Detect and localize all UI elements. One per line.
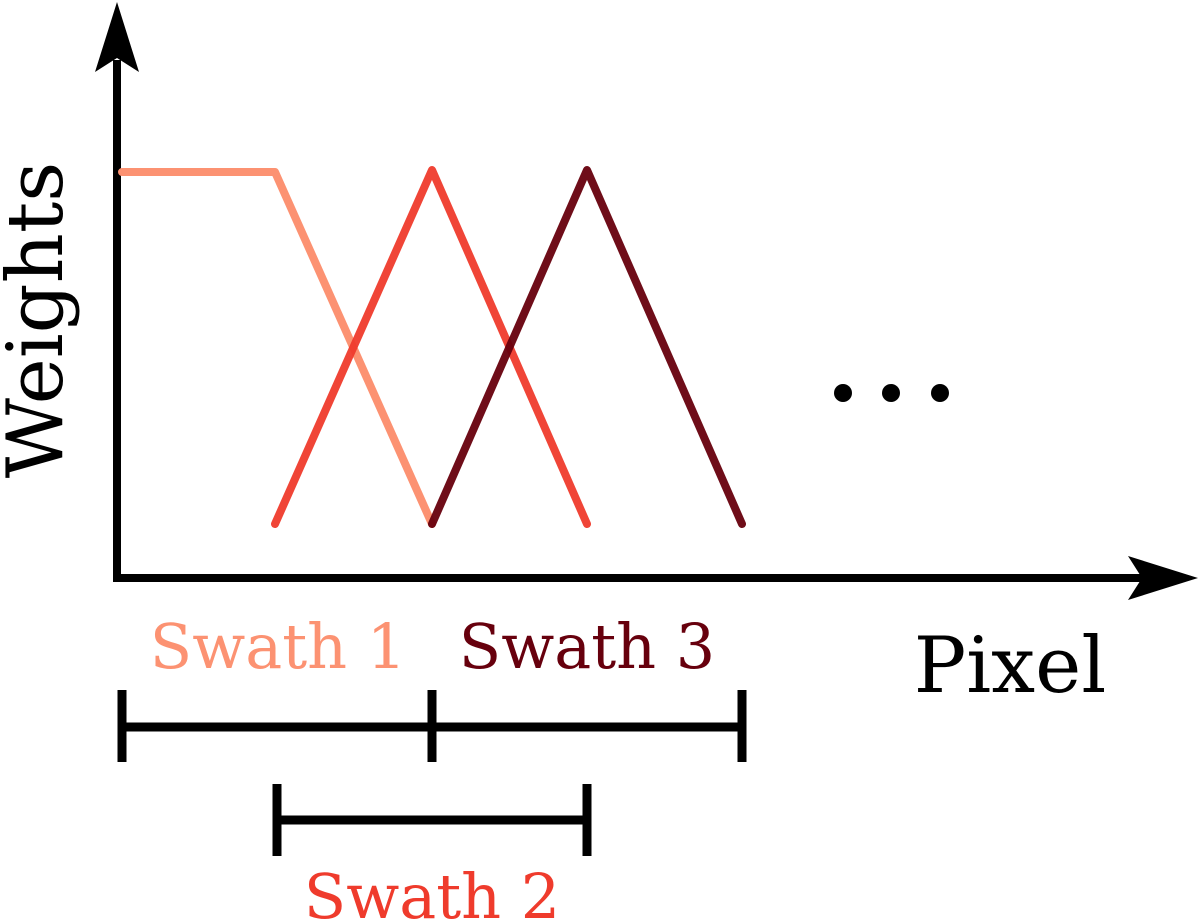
- swath-2-label: Swath 2: [304, 860, 561, 924]
- swath-2-weight-curve: [271, 166, 591, 528]
- swath-1-bracket: [117, 690, 432, 762]
- ellipsis-dots: [834, 384, 949, 402]
- ellipsis-dot: [931, 384, 949, 402]
- x-axis-arrowhead: [1128, 556, 1198, 600]
- ellipsis-dot: [834, 384, 852, 402]
- axes: [113, 60, 1150, 582]
- swath-3-label: Swath 3: [459, 610, 716, 683]
- swath-1-label: Swath 1: [150, 610, 407, 683]
- ellipsis-dot: [882, 384, 900, 402]
- x-axis-label: Pixel: [914, 621, 1107, 711]
- swath-brackets: [117, 690, 747, 856]
- y-axis-arrowhead: [95, 2, 139, 72]
- swath-3-weight-curve: [428, 166, 746, 528]
- y-axis-label: Weights: [0, 162, 81, 478]
- swath-2-bracket: [272, 784, 592, 856]
- swath-3-bracket: [427, 690, 747, 762]
- swath-1-weight-curve: [118, 168, 436, 528]
